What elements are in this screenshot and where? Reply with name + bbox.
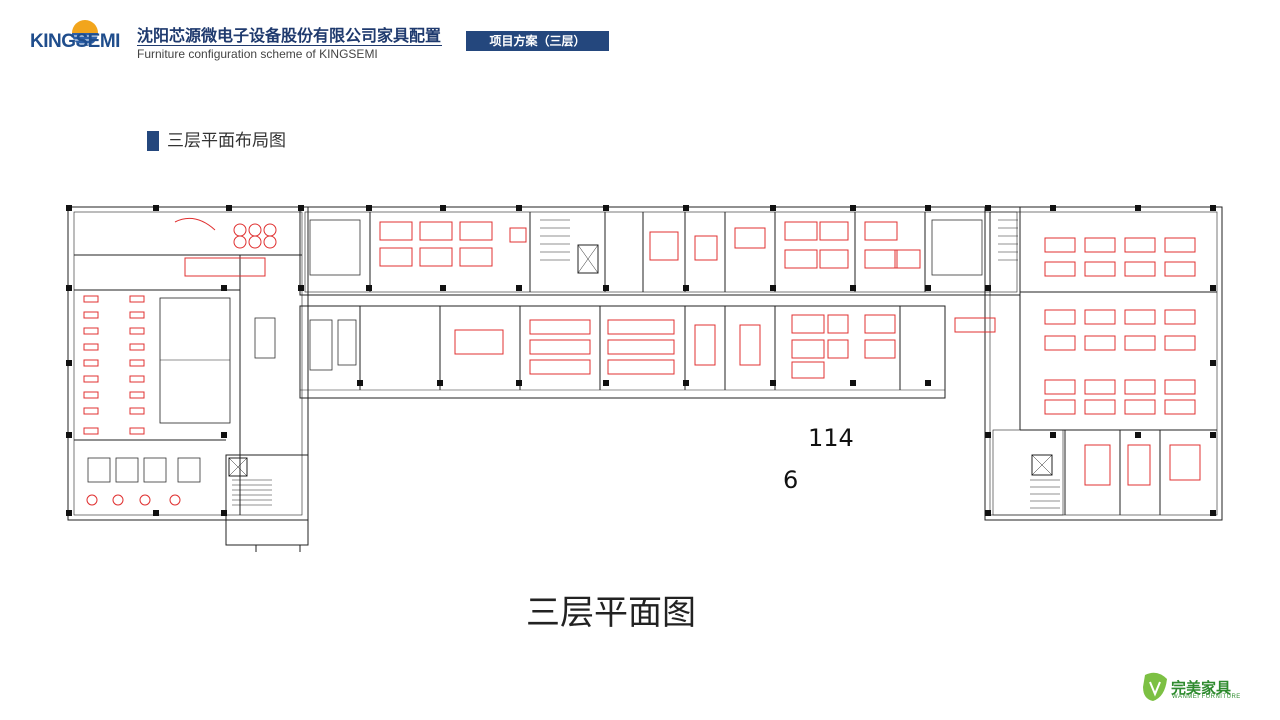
kingsemi-logo-icon xyxy=(72,20,98,46)
section-title: 三层平面布局图 xyxy=(167,131,286,151)
kingsemi-logo-text: KINGSEMI xyxy=(30,31,120,52)
title-divider xyxy=(137,45,442,46)
brand-name-en: WANMEI FURNITURE xyxy=(1172,694,1241,700)
plan-annotation: 6 xyxy=(783,466,799,494)
plan-annotation: 114 xyxy=(808,424,854,452)
plan-caption: 三层平面图 xyxy=(526,593,696,633)
brand-name: 完美家具 xyxy=(1171,679,1232,697)
third-floor-plan xyxy=(67,206,1223,552)
furniture-layout xyxy=(83,217,1201,506)
fixtures xyxy=(87,219,983,483)
page-title: 沈阳芯源微电子设备股份有限公司家具配置 xyxy=(137,26,442,45)
structural-columns xyxy=(66,205,1216,516)
page-subtitle: Furniture configuration scheme of KINGSE… xyxy=(137,47,378,61)
section-marker xyxy=(147,131,159,151)
project-tag: 项目方案（三层） xyxy=(466,31,609,51)
